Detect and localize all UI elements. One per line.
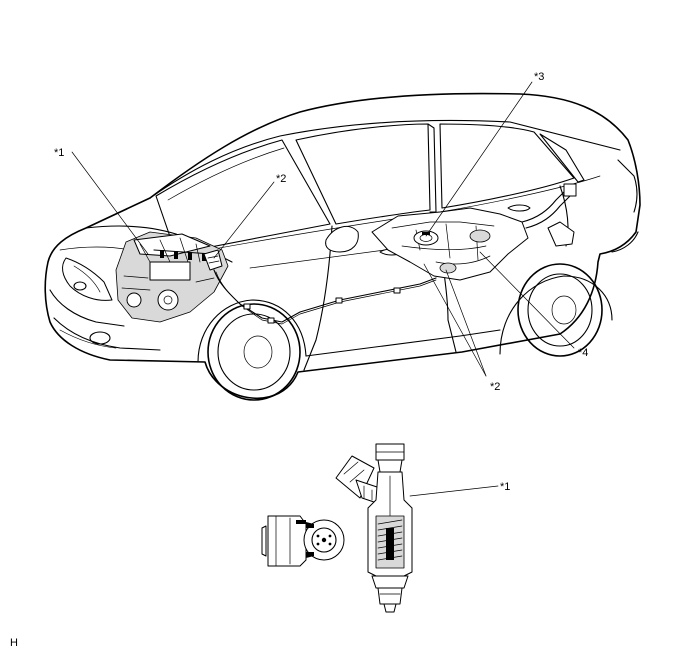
rear-wheel-arch bbox=[499, 275, 613, 355]
front-wheel bbox=[207, 303, 301, 401]
front-wheel-arch bbox=[197, 299, 307, 363]
callout-injector-label: *1 bbox=[500, 481, 510, 493]
rear-side-window bbox=[439, 123, 575, 209]
callout-harness-front-label: *2 bbox=[276, 173, 286, 185]
rear-wheel bbox=[517, 263, 603, 357]
engine-assembly bbox=[115, 231, 229, 323]
fuel-filler-pipe bbox=[521, 189, 567, 223]
callout-fuel-pump-label: *3 bbox=[534, 71, 544, 83]
fuel-pump bbox=[413, 230, 439, 246]
corner-mark: H bbox=[10, 637, 18, 649]
callout-harness-rear-label: *2 bbox=[490, 381, 500, 393]
injector-top-view bbox=[261, 515, 345, 567]
front-harness-connector bbox=[203, 249, 223, 271]
side-mirror bbox=[325, 225, 359, 253]
headlight bbox=[62, 257, 113, 301]
car-illustration bbox=[44, 81, 641, 401]
injector-leader-line bbox=[409, 485, 499, 497]
hood bbox=[85, 225, 233, 263]
front-emblem bbox=[73, 281, 87, 291]
fuel-tank bbox=[371, 207, 529, 281]
injector-side-view bbox=[335, 443, 413, 613]
leader-lines bbox=[71, 81, 575, 377]
car-body-outline bbox=[44, 92, 641, 400]
car-roof-line bbox=[149, 119, 621, 199]
front-side-window bbox=[295, 123, 431, 225]
callout-fuel-tank-label: *4 bbox=[578, 347, 588, 359]
callout-engine-label: *1 bbox=[54, 147, 64, 159]
front-grille bbox=[49, 289, 125, 327]
